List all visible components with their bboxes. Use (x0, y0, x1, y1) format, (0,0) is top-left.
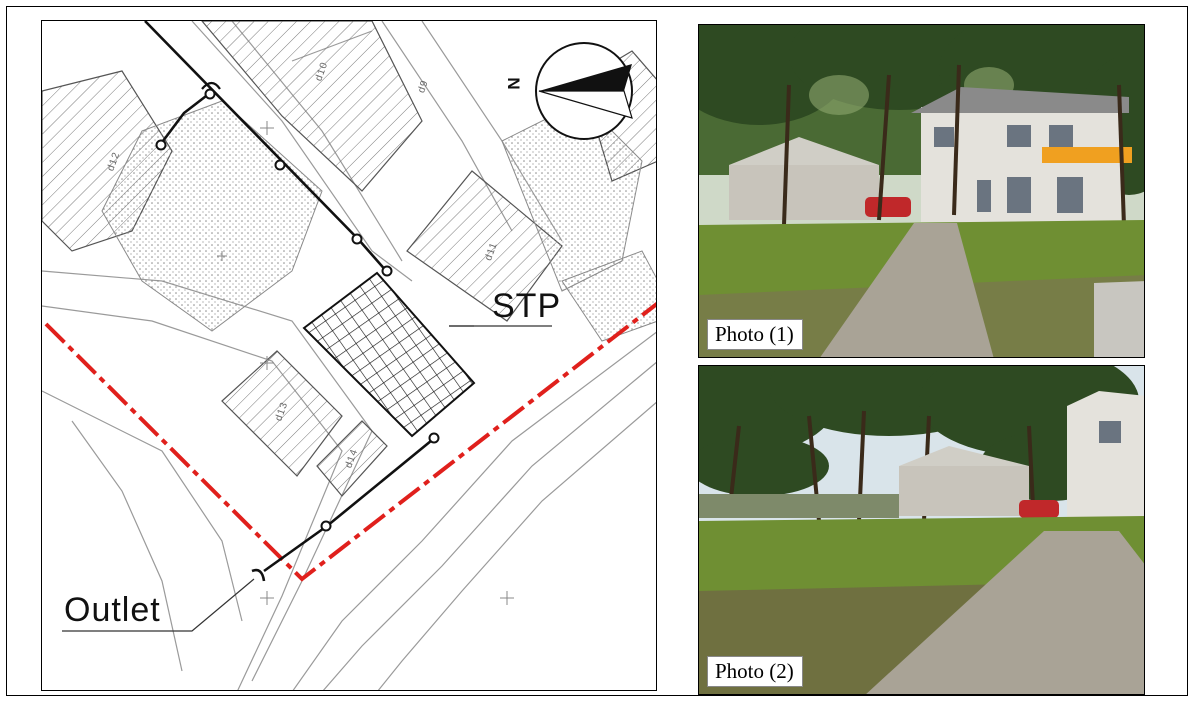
photo-1-scene (699, 25, 1144, 357)
photo-2-caption: Photo (2) (707, 656, 803, 687)
north-label: N (504, 76, 524, 90)
site-plan-drawing (42, 21, 656, 690)
photo-2-scene (699, 366, 1144, 694)
stp-grid-area (302, 271, 476, 438)
north-arrow-icon (535, 42, 633, 140)
site-plan-map: N STP Outlet d10 d12 d11 d13 d14 d9 (41, 20, 657, 691)
stp-label: STP (492, 287, 562, 325)
photo-1: Photo (1) (698, 24, 1145, 358)
pipe-manholes (155, 88, 440, 532)
outlet-label: Outlet (64, 591, 161, 629)
photo-2: Photo (2) (698, 365, 1145, 695)
photo-1-caption: Photo (1) (707, 319, 803, 350)
park-area (101, 100, 656, 342)
red-boundary-line (44, 302, 656, 582)
building-blocks (42, 21, 656, 497)
